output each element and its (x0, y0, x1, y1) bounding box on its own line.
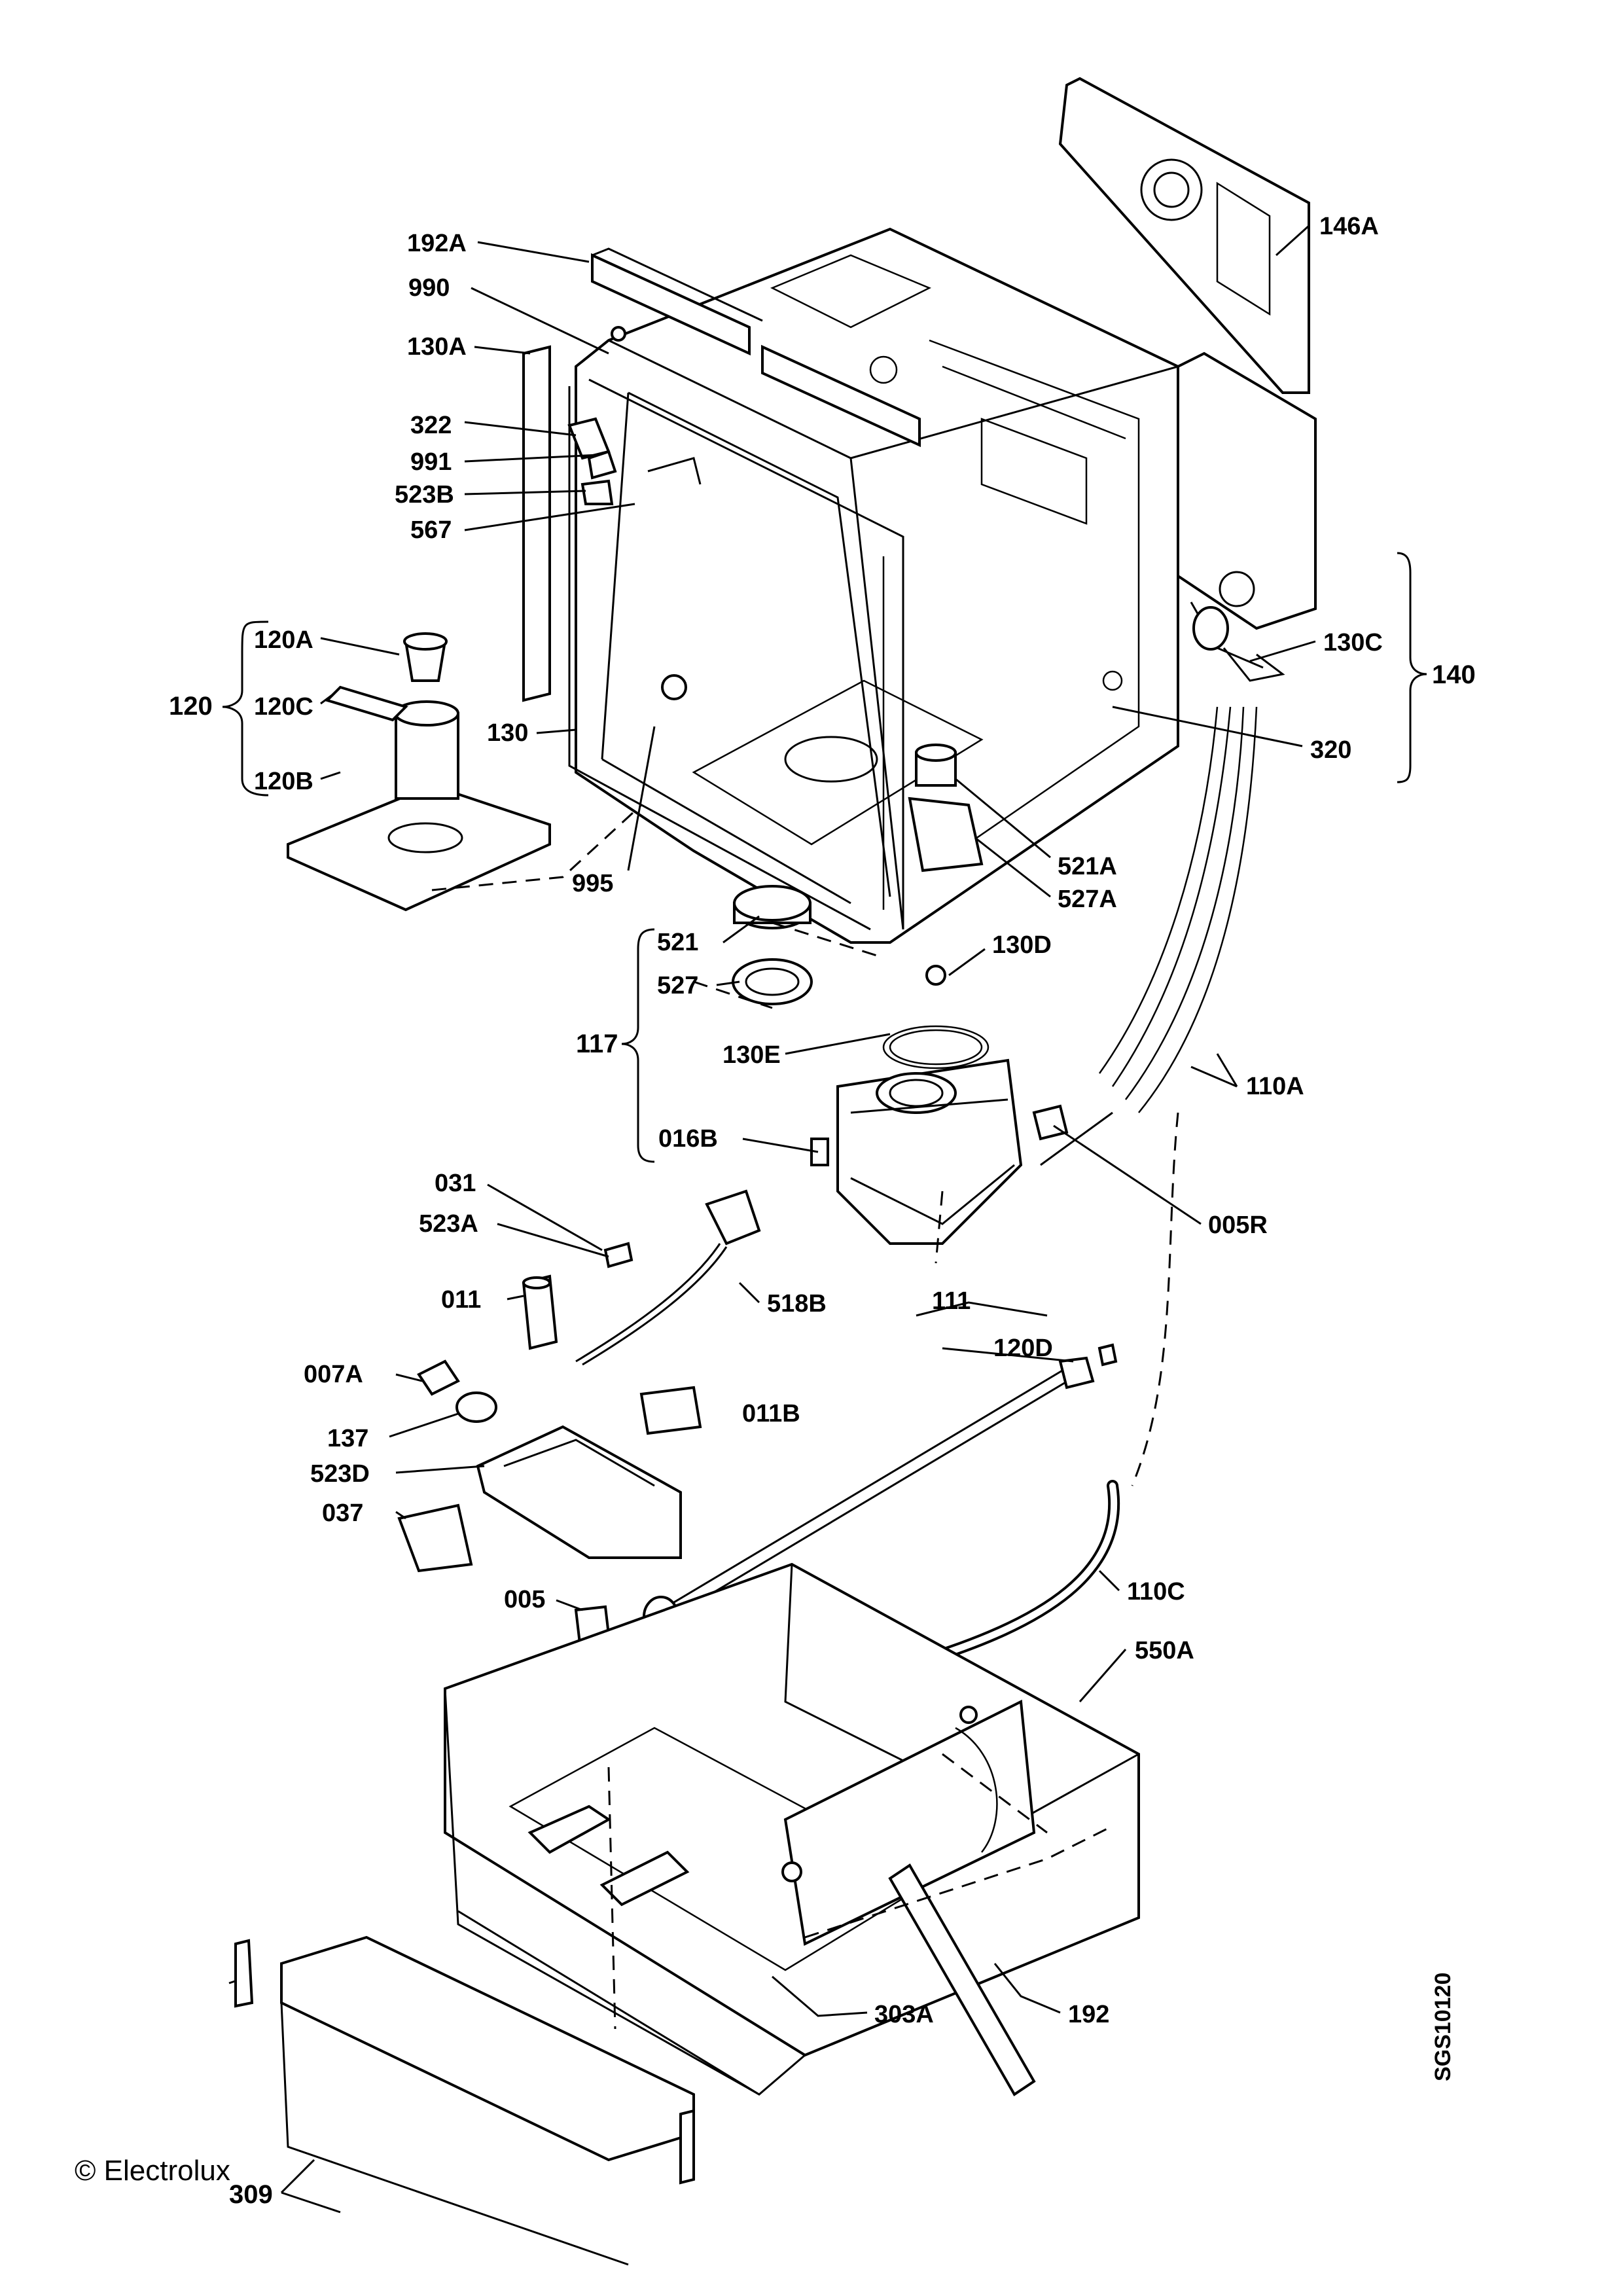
label-527: 527 (657, 972, 698, 999)
label-007A: 007A (304, 1361, 363, 1388)
label-111: 111 (932, 1287, 971, 1315)
sump-parts-521A (908, 744, 984, 872)
assembly-guide-lines (431, 804, 1179, 2030)
label-110A: 110A (1246, 1073, 1304, 1100)
label-521: 521 (657, 929, 698, 956)
side-panel-assembly (1177, 351, 1317, 682)
sump-assembly-117 (810, 965, 1023, 1245)
label-309: 309 (229, 2180, 273, 2209)
label-322: 322 (410, 412, 452, 439)
label-991: 991 (410, 448, 452, 476)
label-146A: 146A (1319, 213, 1379, 240)
label-037: 037 (322, 1499, 363, 1527)
label-320: 320 (1310, 736, 1351, 764)
label-518B: 518B (767, 1290, 827, 1318)
filter-assembly-120 (287, 632, 551, 912)
label-016B: 016B (658, 1125, 718, 1153)
insulation-192 (888, 1863, 1036, 2096)
panel-146A (1058, 77, 1310, 394)
part-labels: 146A 192A 990 130A 322 991 523B 567 120A… (169, 213, 1476, 2209)
sump-nut-521 (732, 885, 813, 1005)
label-130A: 130A (407, 333, 467, 361)
label-137: 137 (327, 1425, 368, 1452)
label-011B: 011B (742, 1400, 800, 1427)
base-tray-550A (444, 1562, 1140, 2096)
label-130C: 130C (1323, 629, 1383, 656)
label-523D: 523D (310, 1460, 370, 1488)
braces (222, 552, 1427, 1163)
electrical-parts (397, 1189, 761, 1573)
label-011: 011 (441, 1286, 481, 1314)
tub-assembly (568, 227, 1179, 944)
label-120: 120 (169, 692, 213, 721)
label-120B: 120B (254, 768, 313, 795)
label-521A: 521A (1058, 853, 1117, 880)
label-110C: 110C (1127, 1578, 1185, 1605)
drawing-code: SGS10120 (1431, 1972, 1455, 2081)
label-120A: 120A (254, 626, 313, 654)
label-523A: 523A (419, 1210, 478, 1238)
label-005: 005 (504, 1586, 545, 1613)
label-192: 192 (1068, 2001, 1109, 2028)
label-031: 031 (435, 1170, 476, 1197)
kickplate-309 (228, 1935, 695, 2266)
label-567: 567 (410, 516, 452, 544)
label-120C: 120C (254, 693, 313, 721)
copyright-notice: © Electrolux (75, 2155, 230, 2187)
label-130E: 130E (722, 1041, 781, 1069)
rail-130A (522, 326, 626, 702)
connector-005R (1032, 1104, 1113, 1166)
small-fittings (567, 417, 702, 700)
label-527A: 527A (1058, 886, 1117, 913)
leader-lines (280, 224, 1316, 2214)
label-120D: 120D (993, 1335, 1053, 1362)
label-130: 130 (487, 719, 528, 747)
hose-110A (1098, 706, 1258, 1113)
label-140: 140 (1432, 660, 1476, 689)
insulation-192A (591, 247, 921, 448)
label-990: 990 (408, 274, 450, 302)
label-995: 995 (572, 870, 613, 897)
label-192A: 192A (407, 230, 467, 257)
label-303A: 303A (874, 2001, 934, 2028)
label-523B: 523B (395, 481, 454, 509)
label-005R: 005R (1208, 1211, 1268, 1239)
label-130D: 130D (992, 931, 1052, 959)
label-117: 117 (576, 1030, 618, 1058)
label-550A: 550A (1135, 1637, 1194, 1664)
